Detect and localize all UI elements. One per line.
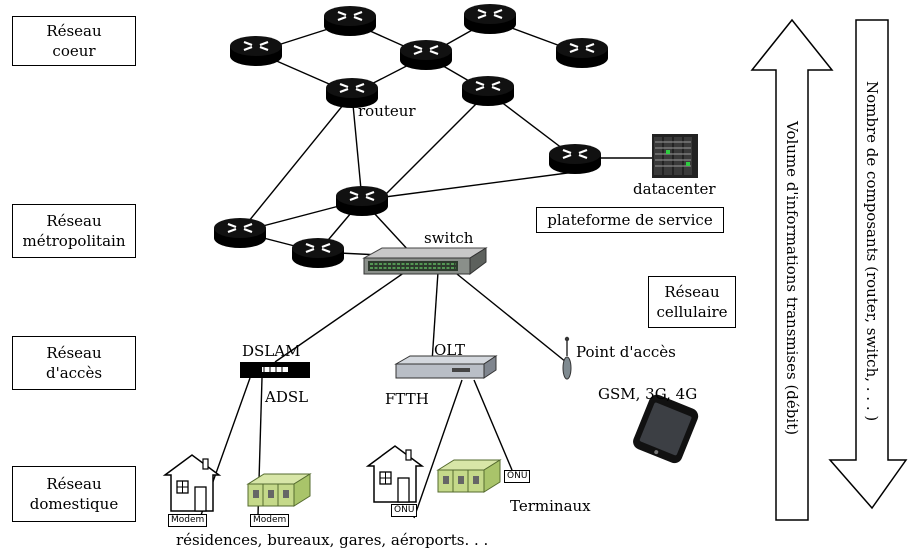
router-icon [334,184,390,218]
router-icon [460,74,516,108]
router-icon [554,36,610,70]
layer-line2: métropolitain [22,232,126,250]
layer-box-coeur: Réseau coeur [12,16,136,66]
office-icon [247,473,311,507]
office-icon [437,459,501,493]
router-icon [398,38,454,72]
down-arrow-label: Nombre de composants (router, switch, . … [863,81,881,422]
datacenter-icon [652,134,698,178]
router-icon [322,4,378,38]
layer-line1: Réseau [46,212,102,230]
layer-line2: domestique [29,495,119,513]
cellulaire-box: Réseau cellulaire [648,276,736,328]
onu-tag: ONU [504,470,531,483]
switch-label: switch [424,229,474,247]
layer-box-acces: Réseau d'accès [12,336,136,390]
residences-label: résidences, bureaux, gares, aéroports. .… [176,531,489,549]
house-icon [164,454,220,512]
cellulaire-line1: Réseau [664,283,720,301]
layer-line1: Réseau [46,344,102,362]
layer-box-domestique: Réseau domestique [12,466,136,522]
point-acces-label: Point d'accès [576,343,676,361]
onu-tag: ONU [391,504,418,517]
up-arrow-label: Volume d'informations transmises (débit) [783,121,801,436]
layer-line1: Réseau [46,22,102,40]
olt-label: OLT [434,341,466,359]
cellulaire-line2: cellulaire [656,303,728,321]
switch-icon [362,247,488,275]
plateforme-box: plateforme de service [536,207,724,233]
layer-line2: d'accès [45,364,103,382]
down-arrow [828,19,908,510]
ftth-label: FTTH [385,390,429,408]
router-icon [290,236,346,270]
gsm-label: GSM, 3G, 4G [598,385,698,403]
layer-line1: Réseau [46,475,102,493]
adsl-label: ADSL [265,388,309,406]
up-arrow [750,18,834,521]
dslam-icon [240,362,310,378]
router-icon [212,216,268,250]
modem-tag: Modem [250,514,290,527]
layer-box-metropolitain: Réseau métropolitain [12,204,136,258]
router-icon [547,142,603,176]
modem-tag: Modem [168,514,208,527]
plateforme-label: plateforme de service [547,211,713,229]
router-icon [462,2,518,36]
router-icon [228,34,284,68]
dslam-label: DSLAM [242,342,301,360]
datacenter-label: datacenter [633,180,716,198]
antenna-icon [562,336,572,380]
layer-line2: coeur [52,42,96,60]
house-icon [367,445,423,503]
routeur-label: routeur [358,102,416,120]
terminaux-label: Terminaux [510,497,591,515]
olt-icon [394,355,498,379]
phone-icon [633,394,699,464]
